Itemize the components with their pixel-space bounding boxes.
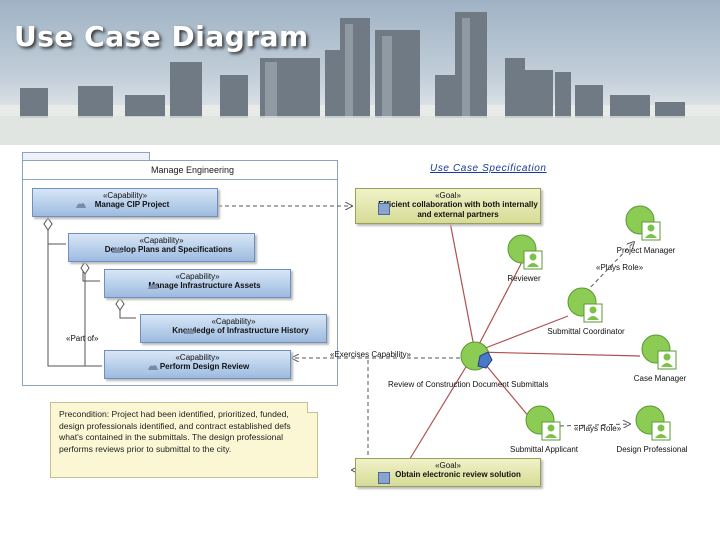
capability-name: Perform Design Review — [159, 362, 250, 371]
capability-manage-cip-project[interactable]: «Capability» Manage CIP Project — [32, 188, 218, 217]
goal-stereotype: «Goal» — [435, 461, 461, 470]
capability-stereotype: «Capability» — [211, 317, 256, 326]
exercises-capability-label: «Exercises Capability» — [330, 350, 411, 359]
actor-reviewer-icon[interactable] — [506, 233, 546, 273]
frame-header: Manage Engineering — [23, 161, 337, 180]
actor-label: Case Manager — [633, 374, 687, 383]
actor-design-professional-icon[interactable] — [634, 404, 674, 444]
actor-case-manager-icon[interactable] — [640, 333, 680, 373]
goal-efficient-collaboration[interactable]: «Goal» Efficient collaboration with both… — [355, 188, 541, 224]
capability-name: Knowledge of Infrastructure History — [172, 326, 309, 335]
composition-diamond — [43, 217, 53, 231]
capability-name: Manage CIP Project — [94, 200, 170, 209]
capability-icon — [112, 248, 122, 253]
capability-manage-infrastructure-assets[interactable]: «Capability» Manage Infrastructure Asset… — [104, 269, 291, 298]
goal-stereotype: «Goal» — [435, 191, 461, 200]
goal-icon — [378, 472, 390, 484]
capability-perform-design-review[interactable]: «Capability» Perform Design Review — [104, 350, 291, 379]
page-title: Use Case Diagram — [14, 20, 309, 53]
actor-label: Project Manager — [616, 246, 676, 255]
capability-icon — [76, 203, 86, 208]
plays-role-label: «Plays Role» — [574, 424, 622, 433]
part-of-label: «Part of» — [66, 334, 99, 343]
composition-diamond — [115, 297, 125, 311]
capability-stereotype: «Capability» — [175, 272, 220, 281]
goal-name: Efficient collaboration with both intern… — [378, 200, 538, 219]
actor-project-manager-icon[interactable] — [624, 204, 664, 244]
goal-name: Obtain electronic review solution — [395, 470, 521, 479]
capability-stereotype: «Capability» — [175, 353, 220, 362]
capability-name: Manage Infrastructure Assets — [148, 281, 261, 290]
note-fold — [307, 402, 318, 413]
goal-icon — [378, 203, 390, 215]
capability-icon — [148, 365, 158, 370]
actor-label: Submittal Coordinator — [547, 327, 625, 336]
use-case-specification-link[interactable]: Use Case Specification — [430, 163, 547, 174]
actor-submittal-applicant-icon[interactable] — [524, 404, 564, 444]
precondition-note: Precondition: Project had been identifie… — [50, 402, 318, 478]
actor-submittal-coordinator-icon[interactable] — [566, 286, 606, 326]
note-text: Precondition: Project had been identifie… — [59, 409, 291, 454]
city-skyline-image — [0, 12, 720, 145]
use-case-icon — [477, 351, 493, 369]
actor-label: Reviewer — [507, 274, 541, 283]
capability-stereotype: «Capability» — [102, 191, 148, 200]
frame-tab — [22, 152, 150, 161]
capability-icon — [184, 329, 194, 334]
plays-role-label: «Plays Role» — [596, 263, 644, 272]
capability-stereotype: «Capability» — [139, 236, 184, 245]
capability-develop-plans[interactable]: «Capability» Develop Plans and Specifica… — [68, 233, 255, 262]
use-case-label: Review of Construction Document Submitta… — [388, 380, 549, 389]
composition-diamond — [80, 261, 90, 275]
capability-icon — [148, 284, 158, 289]
actor-label: Design Professional — [616, 445, 688, 454]
header-banner: Use Case Diagram — [0, 0, 720, 145]
goal-obtain-electronic-review[interactable]: «Goal» Obtain electronic review solution — [355, 458, 541, 487]
actor-label: Submittal Applicant — [509, 445, 579, 454]
frame-title: Manage Engineering — [151, 165, 235, 175]
capability-name: Develop Plans and Specifications — [104, 245, 233, 254]
capability-knowledge-of-history[interactable]: «Capability» Knowledge of Infrastructure… — [140, 314, 327, 343]
